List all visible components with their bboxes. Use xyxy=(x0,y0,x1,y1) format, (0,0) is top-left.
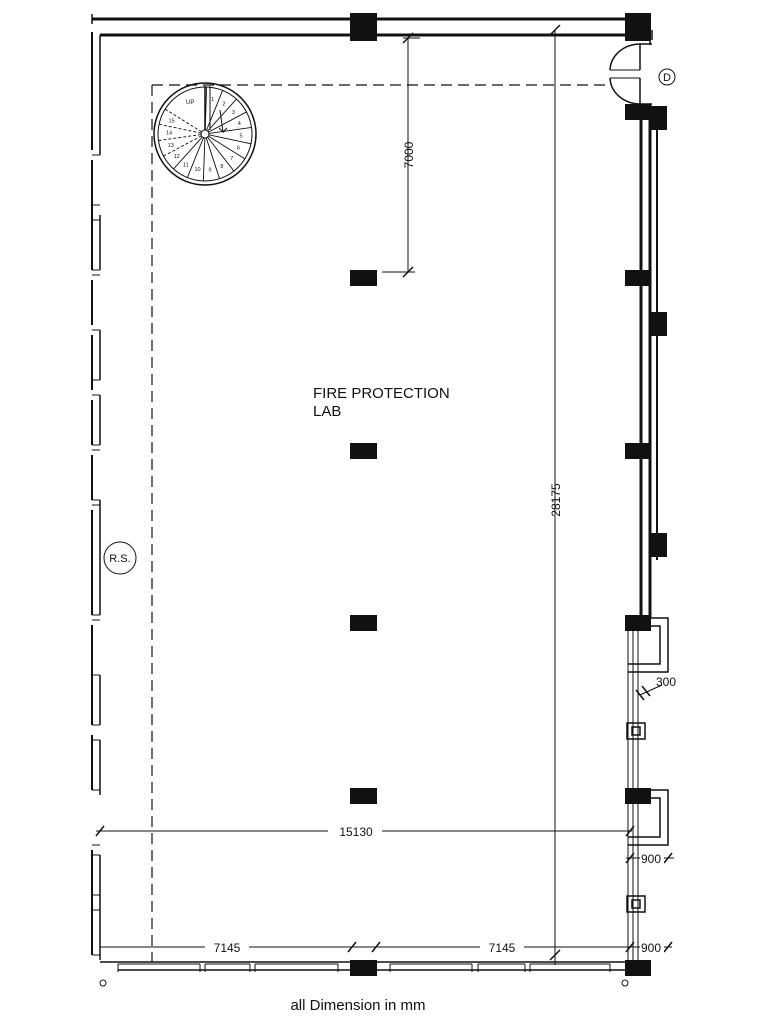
stair-tread-line xyxy=(208,134,252,145)
stair-tread-line xyxy=(186,137,204,178)
column-block xyxy=(625,270,651,286)
stair-tread-line xyxy=(164,108,202,133)
dimension-7000: 7000 xyxy=(402,141,416,168)
stair-tread-line xyxy=(206,90,224,131)
dashed-outline xyxy=(151,84,610,962)
stair-step-number: 9 xyxy=(208,168,211,174)
room-label-line1: FIRE PROTECTION xyxy=(313,385,450,402)
pilasters xyxy=(626,617,669,913)
dimension-300: 300 xyxy=(656,675,676,689)
column-block xyxy=(651,312,667,336)
stair-tread-line xyxy=(202,137,206,181)
rs-marker-circle xyxy=(103,541,137,575)
columns xyxy=(350,13,667,976)
room-label-line2: LAB xyxy=(313,403,341,420)
stair-tread-line xyxy=(208,127,252,134)
column-block xyxy=(651,106,667,130)
stair-up-label: UP xyxy=(186,100,194,106)
column-block xyxy=(625,13,651,41)
stair-tread-line xyxy=(208,135,246,160)
dimension-15130: 15130 xyxy=(339,825,373,839)
stair-step-number: 12 xyxy=(174,154,180,160)
dimension-7145-right: 7145 xyxy=(489,941,516,955)
footer-note: all Dimension in mm xyxy=(290,997,425,1014)
stair-step-number: 11 xyxy=(183,163,189,169)
stair-tread-line xyxy=(173,136,203,170)
stair-step-number: 5 xyxy=(239,133,242,139)
stair-tread-line xyxy=(158,123,202,134)
stair-tread-line xyxy=(158,134,202,141)
stair-step-number: 10 xyxy=(194,167,200,173)
column-block xyxy=(350,788,377,804)
stair-step-number: 2 xyxy=(223,101,226,107)
column-block xyxy=(350,960,377,976)
double-door xyxy=(609,43,652,105)
column-block xyxy=(625,443,651,459)
rs-marker-label: R.S. xyxy=(109,553,130,565)
stair-step-number: 14 xyxy=(166,131,172,137)
door-marker-circle xyxy=(658,68,676,86)
column-block xyxy=(350,443,377,459)
stair-step-number: 4 xyxy=(238,121,241,127)
stair-step-number: 7 xyxy=(230,156,233,162)
column-block xyxy=(350,615,377,631)
door-marker-label: D xyxy=(663,72,671,84)
stair-step-number: 3 xyxy=(232,110,235,116)
column-block xyxy=(625,788,651,804)
grid-point xyxy=(99,979,107,987)
column-block xyxy=(350,13,377,41)
column-block xyxy=(350,270,377,286)
stair-step-number: 6 xyxy=(237,145,240,151)
stair-tread-line xyxy=(208,111,247,133)
spiral-stair xyxy=(153,82,257,186)
grid-point xyxy=(621,979,629,987)
column-block xyxy=(625,615,651,631)
stair-tread-line xyxy=(163,135,202,157)
dimension-28175: 28175 xyxy=(549,483,563,517)
dimension-7145-left: 7145 xyxy=(214,941,241,955)
stair-step-number: 8 xyxy=(220,164,223,170)
outer-walls xyxy=(91,14,658,972)
stair-tread-line xyxy=(207,136,235,172)
column-block xyxy=(625,960,651,976)
column-block xyxy=(651,533,667,557)
dimension-900-bottom: 900 xyxy=(641,941,661,955)
stair-tread-line xyxy=(207,98,237,132)
dimension-900-mid: 900 xyxy=(641,852,661,866)
stair-step-number: 1 xyxy=(211,97,214,103)
column-block xyxy=(625,104,651,120)
stair-step-number: 13 xyxy=(168,143,174,149)
stair-tread-line xyxy=(205,137,220,179)
stair-step-number: 15 xyxy=(169,119,175,125)
